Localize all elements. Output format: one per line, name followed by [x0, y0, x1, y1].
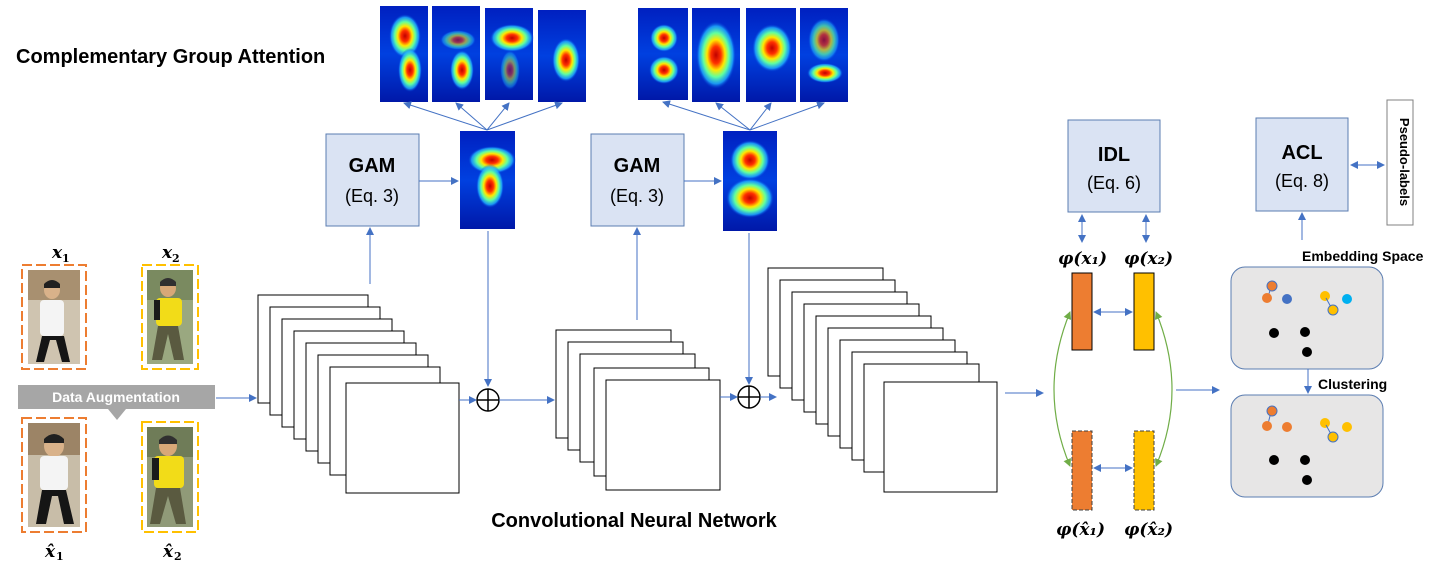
heatmap-2-1	[638, 8, 688, 100]
embedding-space-label: Embedding Space	[1302, 248, 1424, 264]
acl-eq: (Eq. 8)	[1275, 171, 1329, 191]
x1-hat-label-sub: 1	[56, 550, 64, 561]
element-sum-2	[737, 385, 761, 409]
input-x2: x 2	[141, 243, 199, 370]
heatmap-1-4	[538, 10, 586, 102]
heatmap-center-1	[460, 131, 516, 229]
x1-label-sym: x	[51, 243, 63, 263]
diagram-title: Complementary Group Attention	[16, 46, 325, 68]
attention-maps-group-1	[380, 6, 586, 102]
person-image-x1-hat	[28, 423, 80, 527]
heatmap-1-3	[485, 8, 534, 100]
gam-2-eq: (Eq. 3)	[610, 186, 664, 206]
clustering-panel	[1230, 394, 1384, 498]
heatmap-2-4	[800, 8, 848, 102]
gam-2-label: GAM	[614, 155, 661, 177]
phi-x2-hat-label: φ(x̂₂)	[1124, 520, 1173, 540]
embedding-space-panel	[1230, 266, 1384, 370]
clustering-label: Clustering	[1318, 376, 1387, 392]
data-augmentation-bar: Data Augmentation	[18, 385, 215, 420]
person-image-x2	[147, 270, 193, 364]
x1-label-sub: 1	[62, 252, 70, 265]
x1-hat-label-sym: x̂	[44, 542, 56, 561]
heatmap-center-2	[723, 131, 777, 231]
idl-label: IDL	[1098, 144, 1130, 166]
attention-fanout-arrows-2	[662, 100, 825, 131]
acl-module: ACL (Eq. 8)	[1255, 117, 1349, 212]
person-image-x2-hat	[147, 427, 193, 527]
phi-x1-hat-label: φ(x̂₁)	[1056, 520, 1105, 540]
feature-vector-x2-hat	[1133, 430, 1155, 511]
heatmap-2-2	[692, 8, 740, 102]
x2-hat-label-sub: 2	[174, 550, 182, 561]
input-x1-hat: x̂ 1	[21, 417, 87, 561]
green-link-left	[1053, 311, 1072, 467]
feature-vector-x2	[1133, 272, 1155, 351]
gam-1-label: GAM	[349, 155, 396, 177]
feature-map-stack-2	[555, 329, 721, 491]
input-x2-hat: x̂ 2	[141, 421, 199, 561]
phi-x1-label: φ(x₁)	[1058, 249, 1107, 269]
x2-label-sub: 2	[172, 252, 180, 265]
phi-x2-label: φ(x₂)	[1124, 249, 1173, 269]
attention-fanout-arrows-1	[403, 101, 563, 131]
gam-module-2: GAM (Eq. 3)	[590, 133, 685, 227]
feature-map-stack-1	[257, 294, 460, 494]
green-link-right	[1154, 311, 1173, 467]
element-sum-1	[476, 388, 500, 412]
input-x1: x 1	[21, 243, 87, 370]
feature-vector-x1	[1071, 272, 1093, 351]
heatmap-1-1	[380, 6, 428, 102]
pseudo-labels-box: Pseudo-labels	[1386, 99, 1414, 226]
person-image-x1	[28, 270, 80, 364]
feature-vector-x1-hat	[1071, 430, 1093, 511]
gam-module-1: GAM (Eq. 3)	[325, 133, 420, 227]
cnn-label: Convolutional Neural Network	[491, 510, 777, 532]
heatmap-2-3	[746, 8, 796, 102]
heatmap-1-2	[432, 6, 480, 102]
idl-module: IDL (Eq. 6)	[1067, 119, 1161, 213]
attention-maps-group-2	[638, 8, 848, 102]
data-augmentation-label: Data Augmentation	[52, 389, 180, 405]
idl-eq: (Eq. 6)	[1087, 173, 1141, 193]
x2-label-sym: x	[161, 243, 173, 263]
feature-map-stack-3	[767, 267, 998, 493]
acl-label: ACL	[1281, 142, 1322, 164]
x2-hat-label-sym: x̂	[162, 542, 174, 561]
pseudo-labels-label: Pseudo-labels	[1397, 118, 1412, 206]
gam-1-eq: (Eq. 3)	[345, 186, 399, 206]
